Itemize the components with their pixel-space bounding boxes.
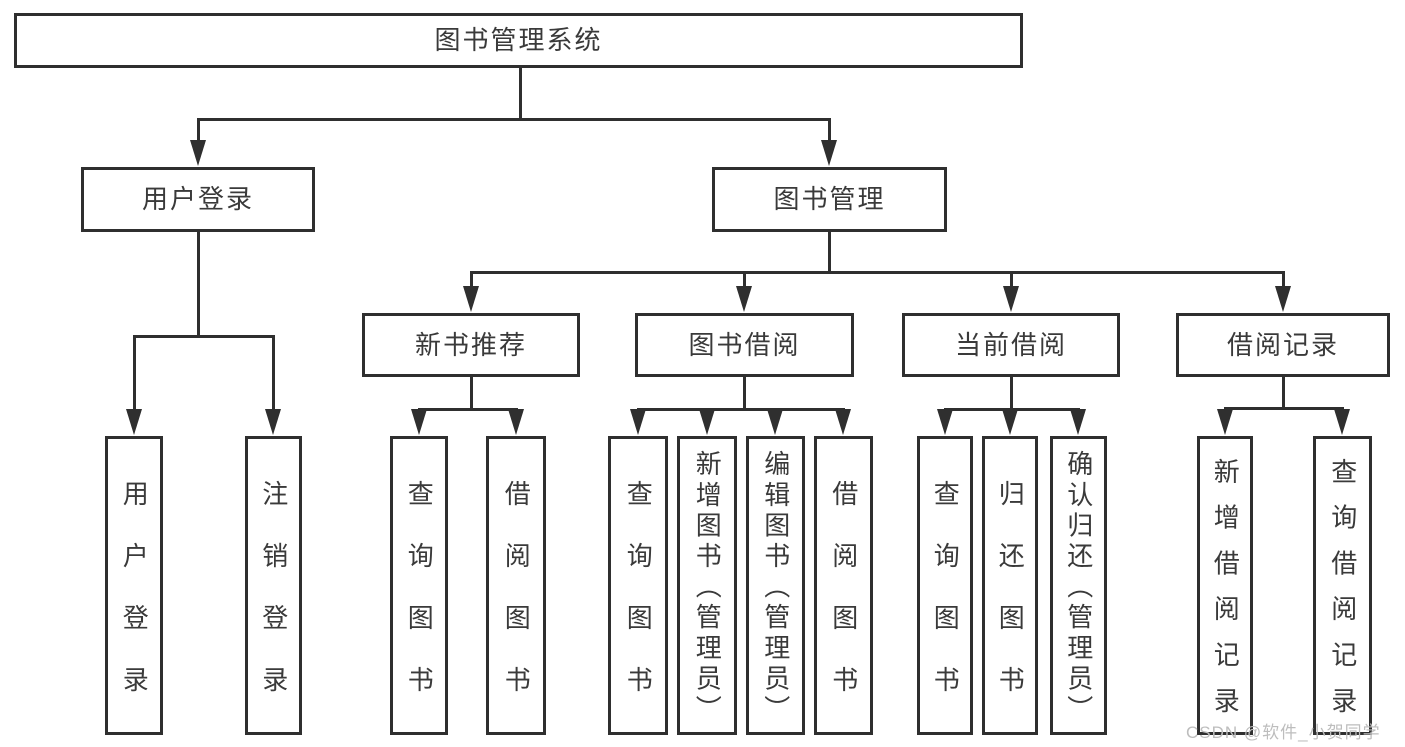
node-user-login: 用户登录 — [81, 167, 315, 232]
arrow-down-icon — [937, 409, 953, 435]
node-label: 图书管理 — [773, 184, 886, 215]
arrow-down-icon — [1070, 409, 1086, 435]
node-label: 借阅记录 — [1226, 329, 1339, 360]
arrow-down-icon — [630, 409, 646, 435]
connector-bus-book-borrow-split — [636, 408, 845, 411]
csdn-watermark: CSDN @软件_小贺同学 — [1186, 723, 1381, 742]
arrow-down-icon — [699, 409, 715, 435]
node-leaf-return-books: 归还图书 — [982, 436, 1038, 735]
node-label: 归还图书 — [995, 479, 1026, 728]
node-leaf-user-login: 用户登录 — [105, 436, 163, 735]
node-label: 借阅图书 — [501, 479, 532, 728]
node-label: 借阅图书 — [828, 479, 859, 728]
node-leaf-query-borrow-record: 查询借阅记录 — [1313, 436, 1372, 735]
arrow-down-icon — [1217, 409, 1233, 435]
connector-arrow-shaft — [827, 118, 831, 146]
arrow-down-icon — [190, 140, 206, 166]
node-book-borrowing: 图书借阅 — [635, 313, 854, 377]
node-label: 图书管理系统 — [434, 25, 603, 56]
node-label: 新书推荐 — [414, 329, 527, 360]
connector-arrow-shaft — [271, 335, 275, 415]
node-leaf-borrow-books-borrowing: 借阅图书 — [814, 436, 873, 735]
node-leaf-edit-books-admin: 编辑图书（管理员） — [746, 436, 805, 735]
node-label: 用户登录 — [141, 184, 254, 215]
connector-arrow-shaft — [742, 271, 746, 292]
node-label: 确认归还（管理员） — [1063, 450, 1094, 726]
node-label: 新增借阅记录 — [1210, 457, 1241, 733]
connector-stem-current-borrow-split — [1009, 377, 1013, 411]
connector-bus-records-split — [1223, 407, 1344, 410]
connector-arrow-shaft — [132, 335, 136, 415]
node-leaf-add-borrow-record: 新增借阅记录 — [1197, 436, 1253, 735]
node-leaf-query-books-recommend: 查询图书 — [390, 436, 448, 735]
arrow-down-icon — [767, 409, 783, 435]
arrow-down-icon — [821, 140, 837, 166]
connector-stem-records-split — [1281, 377, 1285, 410]
connector-stem-new-book-split — [469, 377, 473, 411]
arrow-down-icon — [1334, 409, 1350, 435]
node-label: 用户登录 — [119, 479, 150, 728]
connector-stem-user-login-split — [196, 232, 200, 338]
node-new-book-recommendation: 新书推荐 — [362, 313, 580, 377]
node-library-management-system: 图书管理系统 — [14, 13, 1023, 68]
node-label: 查询借阅记录 — [1327, 457, 1358, 733]
connector-bus-root-split — [196, 118, 831, 121]
arrow-down-icon — [126, 409, 142, 435]
connector-stem-root-split — [518, 68, 522, 121]
arrow-down-icon — [1275, 286, 1291, 312]
arrow-down-icon — [835, 409, 851, 435]
arrow-down-icon — [463, 286, 479, 312]
connector-bus-user-login-split — [132, 335, 275, 338]
node-borrowing-records: 借阅记录 — [1176, 313, 1390, 377]
node-leaf-add-books-admin: 新增图书（管理员） — [677, 436, 737, 735]
node-current-borrowing: 当前借阅 — [902, 313, 1120, 377]
node-label: 新增图书（管理员） — [692, 450, 723, 726]
node-book-management: 图书管理 — [712, 167, 947, 232]
arrow-down-icon — [1002, 409, 1018, 435]
connector-arrow-shaft — [1009, 271, 1013, 292]
arrow-down-icon — [736, 286, 752, 312]
arrow-down-icon — [411, 409, 427, 435]
connector-arrow-shaft — [1281, 271, 1285, 292]
node-label: 查询图书 — [404, 479, 435, 728]
connector-bus-new-book-split — [417, 408, 518, 411]
node-label: 查询图书 — [930, 479, 961, 728]
connector-arrow-shaft — [196, 118, 200, 146]
node-leaf-logout-login: 注销登录 — [245, 436, 302, 735]
node-leaf-borrow-books-recommend: 借阅图书 — [486, 436, 546, 735]
node-label: 图书借阅 — [688, 329, 801, 360]
arrow-down-icon — [265, 409, 281, 435]
node-label: 注销登录 — [258, 479, 289, 728]
node-leaf-query-books-borrowing: 查询图书 — [608, 436, 668, 735]
connector-arrow-shaft — [469, 271, 473, 292]
node-label: 查询图书 — [623, 479, 654, 728]
node-leaf-confirm-return-admin: 确认归还（管理员） — [1050, 436, 1107, 735]
arrow-down-icon — [508, 409, 524, 435]
connector-stem-book-borrow-split — [742, 377, 746, 411]
arrow-down-icon — [1003, 286, 1019, 312]
node-label: 编辑图书（管理员） — [760, 450, 791, 726]
connector-stem-book-management-split — [827, 232, 831, 274]
node-leaf-query-books-current: 查询图书 — [917, 436, 973, 735]
connector-bus-book-management-split — [469, 271, 1285, 274]
node-label: 当前借阅 — [954, 329, 1067, 360]
